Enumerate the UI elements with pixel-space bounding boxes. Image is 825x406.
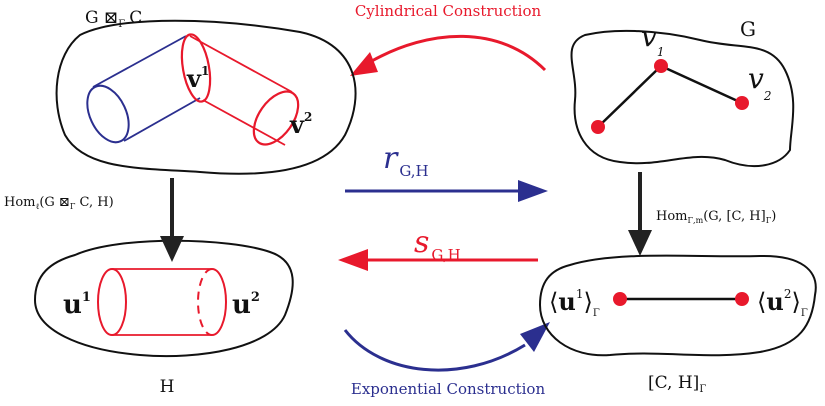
- cylindrical-arrow-curve: [369, 34, 547, 72]
- edge-v1-left: [597, 65, 662, 128]
- graph-g-blob-outline: [570, 29, 795, 168]
- right-hom-arrow-head: [628, 230, 652, 256]
- vertex-left: [591, 120, 605, 134]
- right-hom-arrow: HomΓ,m(G, [C, H]Γ): [628, 172, 776, 256]
- left-hom-arrow: Homℓ(G ⊠Γ C, H): [4, 178, 184, 262]
- h-u2-label: u2: [232, 290, 260, 320]
- exponential-arrow-curve: [343, 329, 526, 372]
- h-cylinder-right-front: [211, 268, 227, 336]
- h-u1-label: u1: [63, 290, 91, 320]
- space-h-blob-outline: [33, 239, 294, 358]
- left-hom-arrow-head: [160, 236, 184, 262]
- graph-g-blob: G v1 v2: [570, 17, 795, 168]
- s-arrow-head: [338, 249, 368, 271]
- right-hom-label: HomΓ,m(G, [C, H]Γ): [656, 209, 776, 225]
- vertex-u1: [613, 292, 627, 306]
- exponential-arrow-head: [520, 322, 550, 352]
- blue-cylinder-end: [86, 84, 130, 144]
- h-cylinder-right-back: [197, 268, 213, 336]
- vertex-u2: [735, 292, 749, 306]
- cylindrical-construction-label: Cylindrical Construction: [355, 2, 542, 20]
- vertex-u1-label: ⟨u1⟩Γ: [549, 287, 600, 319]
- cylindrical-construction-arrow: Cylindrical Construction: [350, 2, 547, 76]
- cylindrical-blob-outline: [55, 19, 357, 175]
- red-cylinder-end: [252, 90, 300, 146]
- exponential-blob-label: [C, H]Γ: [648, 373, 706, 395]
- exponential-space-blob: [C, H]Γ ⟨u1⟩Γ ⟨u2⟩Γ: [538, 254, 817, 395]
- exponential-blob-outline: [538, 254, 817, 357]
- vertex-v2: [735, 96, 749, 110]
- blue-cylinder-edge-bottom: [123, 97, 201, 142]
- vertex-v1-label: v1: [641, 20, 664, 59]
- exponential-construction-label: Exponential Construction: [351, 380, 546, 398]
- r-arrow-head: [518, 180, 548, 202]
- left-hom-label: Homℓ(G ⊠Γ C, H): [4, 195, 114, 211]
- vertex-u2-label: ⟨u2⟩Γ: [757, 287, 808, 319]
- exponential-construction-arrow: Exponential Construction: [343, 322, 550, 398]
- blue-cylinder-edge-top: [92, 35, 187, 88]
- vertex-v1: [654, 59, 668, 73]
- red-cylinder-edge-top: [189, 35, 293, 93]
- red-cylinder-edge-bottom: [202, 99, 286, 146]
- v1-label: v1: [186, 64, 209, 93]
- graph-g-label: G: [740, 17, 756, 41]
- space-h-blob: H u1 u2: [33, 239, 294, 397]
- v2-label: v2: [289, 110, 312, 139]
- space-h-label: H: [160, 377, 175, 397]
- cylindrical-arrow-head: [350, 52, 378, 76]
- h-cylinder-left-end: [97, 268, 127, 336]
- edge-v1-v2: [660, 64, 743, 105]
- red-cylinder-joint: [180, 33, 212, 103]
- vertex-v2-label: v2: [748, 62, 771, 103]
